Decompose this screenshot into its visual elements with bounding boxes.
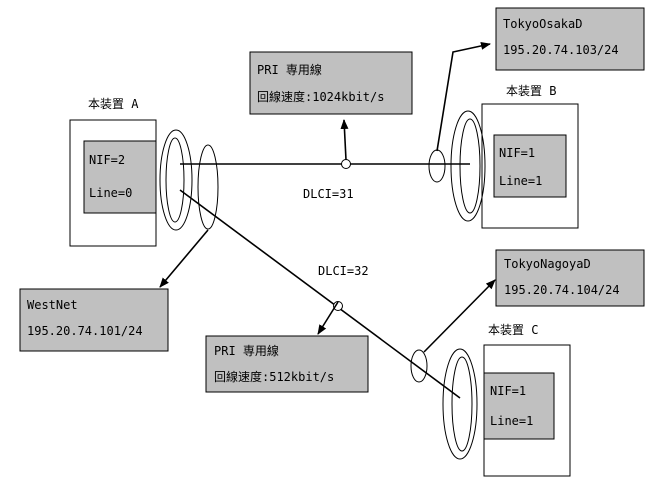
line-spec-a-b-type: PRI 専用線 xyxy=(257,62,322,77)
network-tokyo-nagoya-addr: 195.20.74.104/24 xyxy=(504,283,620,297)
device-a-port-extra xyxy=(197,144,219,230)
device-a-port-inner xyxy=(165,137,185,223)
arrow-to-line-spec-a-b xyxy=(340,119,349,161)
line-spec-a-c-type: PRI 専用線 xyxy=(214,343,279,358)
device-b-interface-panel xyxy=(493,134,567,198)
dlci-a-b: DLCI=31 xyxy=(303,187,354,201)
device-a-line: Line=0 xyxy=(89,186,132,200)
device-b-line: Line=1 xyxy=(499,174,542,188)
line-spec-a-b: PRI 専用線 回線速度:1024kbit/s xyxy=(249,51,413,115)
device-b-title: 本装置 B xyxy=(506,84,556,98)
network-westnet: WestNet 195.20.74.101/24 xyxy=(19,288,169,352)
line-spec-a-b-box xyxy=(249,51,413,115)
device-c-line: Line=1 xyxy=(490,414,533,428)
network-tokyo-osaka-name: TokyoOsakaD xyxy=(503,17,582,31)
link-a-c-marker xyxy=(333,301,343,311)
device-a: 本装置 A NIF=2 Line=0 xyxy=(69,97,219,247)
network-tokyo-nagoya-box xyxy=(495,249,645,307)
line-spec-a-c-speed: 回線速度:512kbit/s xyxy=(214,369,334,384)
device-a-port-outer xyxy=(159,129,193,231)
arrow-to-tokyo-osaka xyxy=(436,41,491,152)
device-c-title: 本装置 C xyxy=(488,323,538,337)
device-c-interface-panel xyxy=(483,372,555,440)
line-spec-a-c: PRI 専用線 回線速度:512kbit/s xyxy=(205,335,369,393)
device-b-port-tap xyxy=(428,149,446,183)
arrow-to-line-spec-a-c xyxy=(317,301,339,335)
line-spec-a-c-box xyxy=(205,335,369,393)
network-westnet-box xyxy=(19,288,169,352)
device-a-nif: NIF=2 xyxy=(89,153,125,167)
device-b: 本装置 B NIF=1 Line=1 xyxy=(428,84,579,229)
device-b-port-outer xyxy=(450,110,486,222)
device-c-port-outer xyxy=(442,348,478,460)
device-c-port-tap xyxy=(410,349,428,383)
network-tokyo-nagoya-name: TokyoNagoyaD xyxy=(504,257,591,271)
network-tokyo-osaka-addr: 195.20.74.103/24 xyxy=(503,43,619,57)
device-a-interface-panel xyxy=(83,140,157,214)
device-b-nif: NIF=1 xyxy=(499,146,535,160)
network-westnet-addr: 195.20.74.101/24 xyxy=(27,324,143,338)
link-a-b-marker xyxy=(341,159,351,169)
network-westnet-name: WestNet xyxy=(27,298,78,312)
arrow-to-westnet xyxy=(159,229,209,288)
device-c-nif: NIF=1 xyxy=(490,384,526,398)
device-c: 本装置 C NIF=1 Line=1 xyxy=(410,323,571,477)
network-tokyo-osaka-box xyxy=(495,7,645,71)
link-a-c xyxy=(179,189,461,399)
device-c-port-inner xyxy=(451,356,473,452)
device-b-port-inner xyxy=(459,118,481,214)
network-tokyo-osaka: TokyoOsakaD 195.20.74.103/24 xyxy=(495,7,645,71)
network-tokyo-nagoya: TokyoNagoyaD 195.20.74.104/24 xyxy=(495,249,645,307)
device-a-title: 本装置 A xyxy=(88,97,139,111)
arrow-to-tokyo-nagoya xyxy=(423,279,496,353)
line-spec-a-b-speed: 回線速度:1024kbit/s xyxy=(257,89,384,104)
dlci-a-c: DLCI=32 xyxy=(318,264,369,278)
